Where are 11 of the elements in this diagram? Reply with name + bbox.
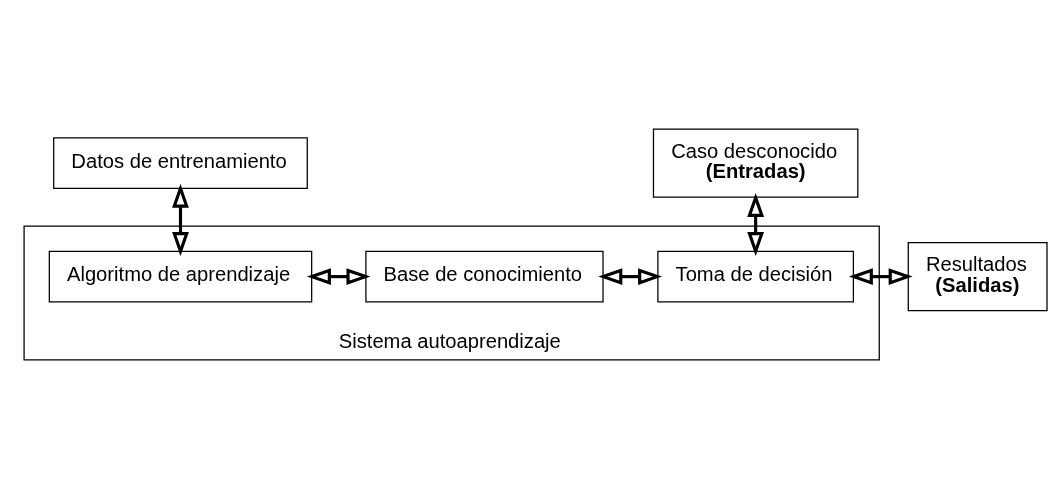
node-box: Algoritmo de aprendizaje xyxy=(48,250,313,302)
arrow xyxy=(848,267,913,285)
node-box: Caso desconocido (Entradas) xyxy=(652,127,859,198)
arrow xyxy=(598,267,663,285)
arrow xyxy=(306,267,371,285)
arrow xyxy=(747,192,765,256)
node-box: Datos de entrenamiento xyxy=(53,136,308,189)
arrow xyxy=(172,183,189,256)
node-box: Base de conocimiento xyxy=(365,250,604,302)
node-box: Resultados (Salidas) xyxy=(907,241,1048,311)
node-box: Toma de decisión xyxy=(657,250,854,302)
